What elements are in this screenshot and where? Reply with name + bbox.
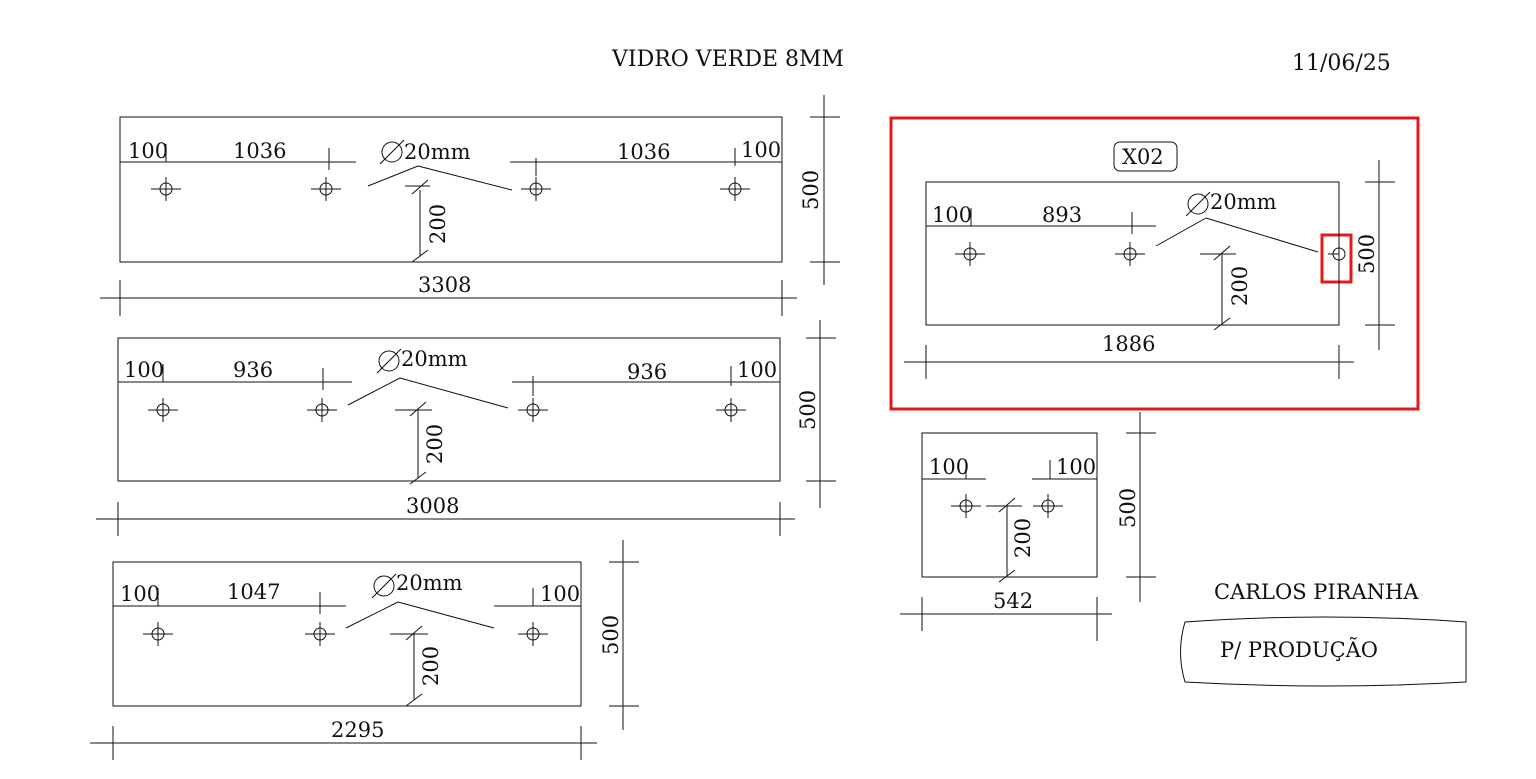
status-stamp: P/ PRODUÇÃO bbox=[1220, 638, 1378, 662]
hole-marker bbox=[1033, 494, 1063, 518]
status-stamp-border bbox=[1180, 616, 1467, 687]
drawing-title: VIDRO VERDE 8MM bbox=[611, 47, 844, 72]
hole-highlight bbox=[1320, 233, 1353, 284]
dim-right-edge: 100 bbox=[540, 582, 580, 606]
hole-diameter-label: 20mm bbox=[404, 140, 471, 164]
hole-diameter-label: 20mm bbox=[401, 347, 468, 371]
hole-marker bbox=[518, 622, 548, 646]
selection-highlight bbox=[889, 116, 1420, 411]
client-name: CARLOS PIRANHA bbox=[1214, 580, 1419, 604]
dim-hole-y: 200 bbox=[419, 646, 443, 686]
dim-width: 3308 bbox=[418, 273, 471, 297]
hole-marker bbox=[307, 398, 337, 422]
hole-marker bbox=[1328, 247, 1346, 261]
dim-width: 1886 bbox=[1102, 332, 1155, 356]
dim-right-gap: 1036 bbox=[617, 140, 670, 164]
panel-outline bbox=[112, 561, 582, 707]
hole-marker bbox=[716, 398, 746, 422]
hole-marker bbox=[521, 177, 551, 201]
panel-tag-box bbox=[1113, 141, 1178, 172]
hole-marker bbox=[720, 177, 750, 201]
drawing-date: 11/06/25 bbox=[1292, 51, 1391, 76]
dim-left-edge: 100 bbox=[932, 203, 972, 227]
hole-marker bbox=[151, 177, 181, 201]
hole-marker bbox=[951, 494, 981, 518]
hole-marker bbox=[1115, 242, 1145, 266]
dim-right-edge: 100 bbox=[1056, 455, 1096, 479]
glass-panel-x02[interactable] bbox=[904, 141, 1395, 379]
dim-left-gap: 936 bbox=[233, 358, 273, 382]
dim-left-gap: 1047 bbox=[227, 580, 280, 604]
dim-left-edge: 100 bbox=[124, 358, 164, 382]
hole-marker bbox=[148, 398, 178, 422]
dim-left-edge: 100 bbox=[128, 139, 168, 163]
glass-panel-542[interactable] bbox=[900, 412, 1156, 641]
panel-outline bbox=[117, 337, 781, 482]
dim-left-edge: 100 bbox=[120, 582, 160, 606]
panel-tag: X02 bbox=[1122, 145, 1164, 169]
dim-height: 500 bbox=[1355, 234, 1379, 274]
glass-panel-2295[interactable] bbox=[90, 540, 639, 760]
panel-outline bbox=[119, 116, 783, 263]
dim-width: 2295 bbox=[331, 718, 384, 742]
dim-hole-y: 200 bbox=[423, 424, 447, 464]
dim-height: 500 bbox=[796, 390, 820, 430]
dim-hole-y: 200 bbox=[426, 204, 450, 244]
dim-width: 542 bbox=[993, 589, 1033, 613]
dim-height: 500 bbox=[599, 615, 623, 655]
panel-outline bbox=[921, 432, 1098, 578]
dim-height: 500 bbox=[799, 170, 823, 210]
dim-right-gap: 936 bbox=[627, 360, 667, 384]
hole-marker bbox=[518, 398, 548, 422]
glass-panel-3008[interactable] bbox=[96, 320, 836, 536]
hole-diameter-label: 20mm bbox=[1210, 190, 1277, 214]
dim-left-edge: 100 bbox=[929, 455, 969, 479]
hole-diameter-label: 20mm bbox=[396, 571, 463, 595]
hole-marker bbox=[143, 622, 173, 646]
glass-panel-3308[interactable] bbox=[100, 95, 840, 316]
dim-hole-y: 200 bbox=[1011, 518, 1035, 558]
dim-left-gap: 1036 bbox=[233, 139, 286, 163]
hole-marker bbox=[305, 622, 335, 646]
dim-right-edge: 100 bbox=[737, 358, 777, 382]
hole-marker bbox=[311, 177, 341, 201]
dim-left-gap: 893 bbox=[1042, 203, 1082, 227]
dim-height: 500 bbox=[1116, 488, 1140, 528]
dim-hole-y: 200 bbox=[1228, 266, 1252, 306]
hole-marker bbox=[955, 242, 985, 266]
dim-width: 3008 bbox=[406, 494, 459, 518]
dim-right-edge: 100 bbox=[741, 138, 781, 162]
